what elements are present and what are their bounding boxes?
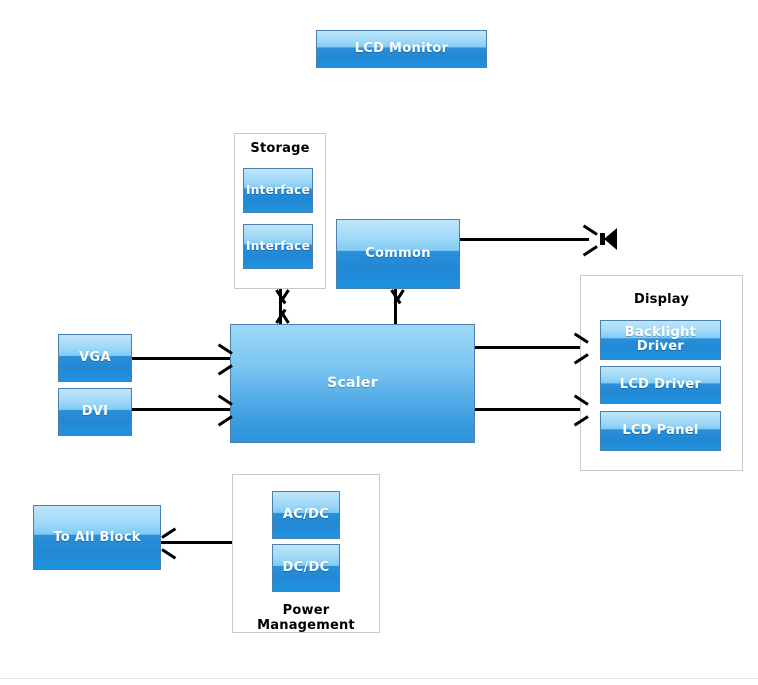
connector-vga-to-scaler (132, 357, 230, 360)
connector-dvi-to-scaler (132, 408, 230, 411)
block-storage-interface-2[interactable]: Interface (243, 224, 313, 269)
block-lcd-driver[interactable]: LCD Driver (600, 366, 721, 404)
connector-scaler-to-lcd-panel (475, 408, 580, 411)
block-lcd-monitor-label: LCD Monitor (354, 41, 449, 57)
block-scaler[interactable]: Scaler (230, 324, 475, 443)
block-ac-dc[interactable]: AC/DC (272, 491, 340, 539)
footer-divider (0, 678, 758, 679)
group-display-title: Display (634, 292, 689, 307)
block-storage-interface-1[interactable]: Interface (243, 168, 313, 213)
block-storage-interface-2-label: Interface (245, 239, 311, 254)
connector-storage-scaler (279, 289, 282, 324)
block-lcd-monitor[interactable]: LCD Monitor (316, 30, 487, 68)
block-ac-dc-label: AC/DC (282, 507, 330, 523)
block-to-all-block[interactable]: To All Block (33, 505, 161, 570)
block-lcd-panel[interactable]: LCD Panel (600, 411, 721, 451)
block-lcd-driver-label: LCD Driver (619, 377, 702, 393)
block-to-all-block-label: To All Block (53, 529, 141, 545)
block-backlight-driver-label: Backlight Driver (624, 325, 697, 354)
block-dc-dc-label: DC/DC (282, 560, 330, 576)
group-storage-title: Storage (250, 141, 310, 156)
block-vga[interactable]: VGA (58, 334, 132, 382)
block-vga-label: VGA (79, 350, 111, 366)
speaker-icon-body (600, 233, 605, 245)
block-common-label: Common (365, 246, 431, 262)
block-dvi-label: DVI (81, 404, 109, 420)
block-dc-dc[interactable]: DC/DC (272, 544, 340, 592)
connector-scaler-to-common (394, 289, 397, 324)
block-backlight-driver[interactable]: Backlight Driver (600, 320, 721, 360)
block-lcd-panel-label: LCD Panel (622, 423, 699, 439)
connector-power-to-all-block (161, 541, 232, 544)
connector-common-to-speaker (460, 238, 589, 241)
block-dvi[interactable]: DVI (58, 388, 132, 436)
block-storage-interface-1-label: Interface (245, 183, 311, 198)
group-power-management-title: Power Management (257, 603, 355, 633)
block-common[interactable]: Common (336, 219, 460, 289)
block-scaler-label: Scaler (327, 375, 378, 392)
connector-scaler-to-backlight (475, 346, 580, 349)
speaker-icon (604, 228, 617, 250)
